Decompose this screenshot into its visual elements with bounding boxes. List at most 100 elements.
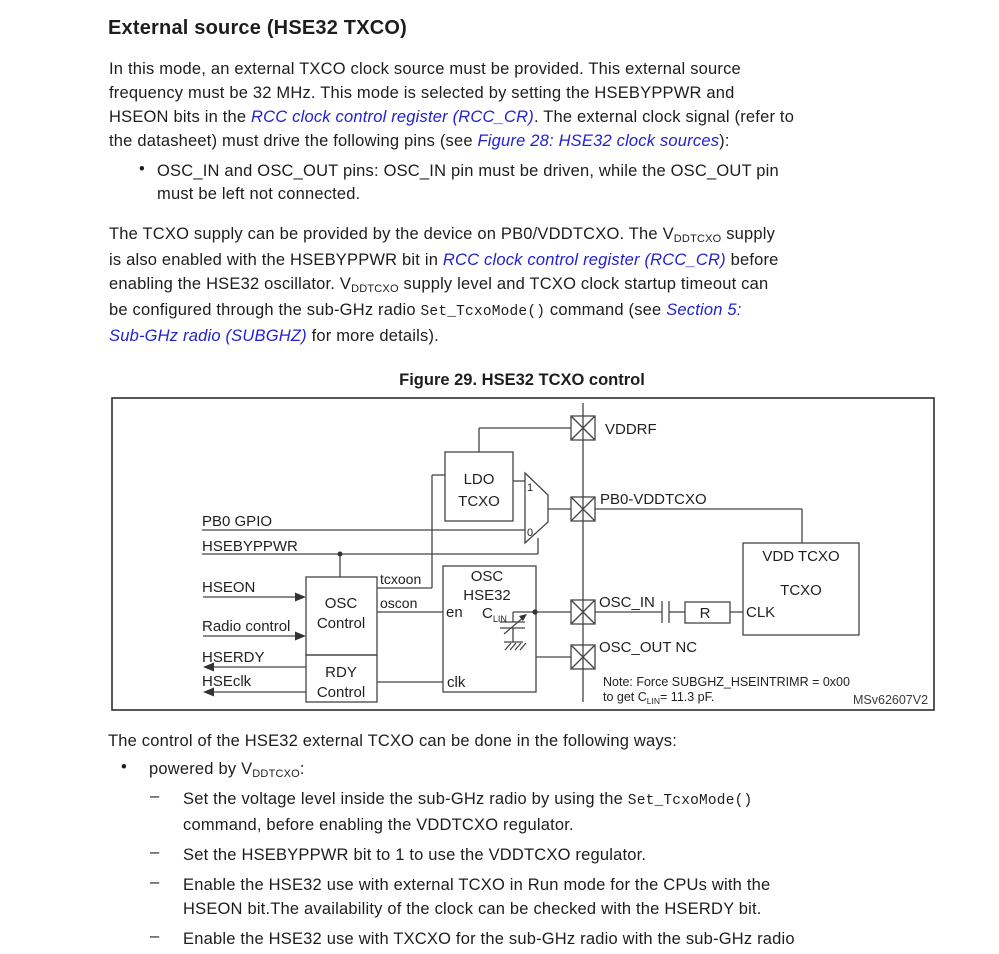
label-mux-input-0: 0 — [527, 527, 533, 539]
pad-cross — [570, 496, 596, 522]
figure-note-line2: to get CLIN= 11.3 pF. — [603, 690, 714, 706]
label-pb0-vddtcxo: PB0-VDDTCXO — [600, 491, 707, 508]
resistor-box — [684, 601, 731, 624]
intro-line2: frequency must be 32 MHz. This mode is s… — [109, 84, 735, 102]
label-osc-control-2: Control — [317, 615, 365, 632]
vddtcxo-subscript: DDTCXO — [673, 233, 722, 245]
d1-line1-pre: Set the voltage level inside the sub-GHz… — [183, 790, 628, 808]
arrowhead-right — [295, 592, 306, 602]
vddtcxo-subscript: DDTCXO — [252, 768, 300, 780]
control-intro: The control of the HSE32 external TCXO c… — [108, 732, 678, 750]
label-vddrf: VDDRF — [605, 421, 657, 438]
figure-29-diagram: VDDRF PB0-VDDTCXO OSC_IN OSC_OUT NC PB0 … — [111, 397, 935, 711]
bullet-line1: OSC_IN and OSC_OUT pins: OSC_IN pin must… — [157, 162, 779, 180]
d1-line2: command, before enabling the VDDTCXO reg… — [183, 816, 574, 834]
ldo-tcxo-box — [444, 451, 514, 522]
label-clin-sub: LIN — [493, 614, 507, 624]
label-rdy-control-1: RDY — [325, 664, 357, 681]
dash-item-voltage-level: Set the voltage level inside the sub-GHz… — [183, 787, 983, 837]
figure-caption: Figure 29. HSE32 TCXO control — [399, 371, 645, 389]
d3-line2: HSEON bit.The availability of the clock … — [183, 900, 762, 918]
figure-border — [111, 397, 935, 711]
note-pre: to get C — [603, 690, 647, 704]
label-tcxoon: tcxoon — [380, 571, 421, 587]
tcxo-l3-pre: enabling the HSE32 oscillator. V — [109, 275, 352, 293]
dash-marker: – — [150, 843, 160, 861]
arrowhead-left — [203, 687, 214, 697]
figure-watermark: MSv62607V2 — [853, 693, 928, 707]
pb0-vddtcxo-pad — [570, 496, 596, 522]
ground-icon — [514, 642, 522, 651]
intro-paragraph: In this mode, an external TXCO clock sou… — [109, 57, 989, 153]
label-hseclk: HSEclk — [202, 673, 252, 690]
tcxo-l4-mid: command (see — [545, 301, 667, 319]
page-title: External source (HSE32 TXCO) — [108, 17, 408, 39]
label-hseon: HSEON — [202, 579, 255, 596]
tcxo-l3-post: supply level and TCXO clock startup time… — [398, 275, 769, 293]
label-osc-hse32-1: OSC — [471, 568, 504, 585]
link-rcc-clock-control-register[interactable]: RCC clock control register (RCC_CR) — [251, 108, 534, 126]
label-hserdy: HSERDY — [202, 649, 265, 666]
ground-icon — [509, 642, 517, 651]
label-osc-out-nc: OSC_OUT NC — [599, 639, 697, 656]
intro-line4-post: ): — [719, 132, 730, 150]
label-oscon: oscon — [380, 595, 417, 611]
tcxo-l2-post: before — [725, 251, 779, 269]
label-osc-control-1: OSC — [325, 595, 358, 612]
variable-arrowhead — [519, 614, 527, 621]
label-resistor: R — [700, 605, 711, 622]
osc-in-pad — [570, 599, 596, 625]
dash-marker: – — [150, 927, 160, 945]
label-osc-in: OSC_IN — [599, 594, 655, 611]
label-en: en — [446, 604, 463, 621]
label-pb0-gpio: PB0 GPIO — [202, 513, 272, 530]
note-sub: LIN — [647, 696, 660, 706]
pad-box — [570, 496, 596, 522]
tcxo-l2-pre: is also enabled with the HSEBYPPWR bit i… — [109, 251, 443, 269]
rdy-control-box — [305, 654, 378, 703]
label-clk-input: CLK — [746, 604, 775, 621]
bullet-powered-by: powered by VDDTCXO: — [149, 758, 969, 783]
vdd-tcxo-box — [742, 542, 860, 636]
tcxo-supply-paragraph: The TCXO supply can be provided by the d… — [109, 222, 999, 348]
label-radio-control: Radio control — [202, 618, 290, 635]
ground-icon — [519, 642, 527, 651]
vddrf-pad — [570, 415, 596, 441]
label-vdd-tcxo: VDD TCXO — [762, 548, 839, 565]
ground-icon — [504, 642, 512, 651]
bullet-line2: must be left not connected. — [157, 185, 361, 203]
bullet-marker: • — [121, 758, 127, 776]
label-clin-c: C — [482, 605, 493, 622]
osc-hse32-box — [442, 565, 537, 693]
dash-marker: – — [150, 787, 160, 805]
arrowhead-left — [203, 662, 214, 672]
figure-note-line1: Note: Force SUBGHZ_HSEINTRIMR = 0x00 — [603, 675, 850, 689]
arrowhead-right — [295, 631, 306, 641]
dash-item-enable-subghz: Enable the HSE32 use with TXCXO for the … — [183, 930, 795, 948]
label-tcxo: TCXO — [780, 582, 822, 599]
tcxo-l1-post: supply — [721, 225, 776, 243]
label-clin: CLIN — [482, 605, 507, 624]
bullet-osc-pins: OSC_IN and OSC_OUT pins: OSC_IN pin must… — [157, 160, 987, 206]
pad-cross — [570, 599, 596, 625]
pad-cross — [570, 415, 596, 441]
intro-line4-pre: the datasheet) must drive the following … — [109, 132, 478, 150]
link-figure-28[interactable]: Figure 28: HSE32 clock sources — [477, 132, 720, 150]
link-section5-part1[interactable]: Section 5: — [666, 301, 742, 319]
dash-marker: – — [150, 873, 160, 891]
note-post: = 11.3 pF. — [660, 690, 714, 704]
osc-out-pad — [570, 644, 596, 670]
intro-line3-post: . The external clock signal (refer to — [533, 108, 795, 126]
bullet-marker: • — [139, 160, 145, 178]
label-hsebyppwr: HSEBYPPWR — [202, 538, 298, 555]
pad-cross — [570, 644, 596, 670]
link-rcc-clock-control-register-2[interactable]: RCC clock control register (RCC_CR) — [442, 251, 726, 269]
junction-dot — [532, 609, 538, 615]
label-rdy-control-2: Control — [317, 684, 365, 701]
intro-line3-pre: HSEON bits in the — [109, 108, 252, 126]
powered-post: : — [299, 760, 305, 778]
label-ldo-2: TCXO — [458, 493, 500, 510]
label-ldo-1: LDO — [464, 471, 495, 488]
link-section5-part2[interactable]: Sub-GHz radio (SUBGHZ) — [109, 327, 307, 345]
pad-box — [570, 644, 596, 670]
